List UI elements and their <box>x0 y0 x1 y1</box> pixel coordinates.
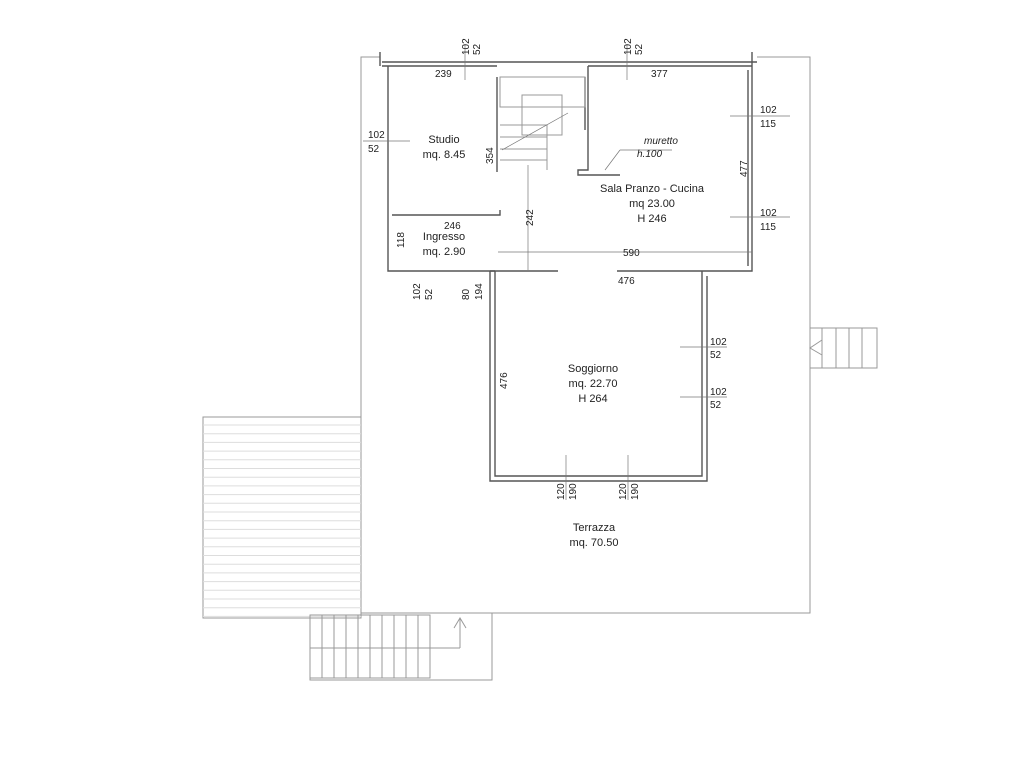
svg-text:52: 52 <box>424 288 435 300</box>
dim-hall: 242 <box>525 209 536 226</box>
svg-text:102: 102 <box>368 130 385 141</box>
bottom-stairs <box>309 614 467 679</box>
svg-text:52: 52 <box>472 43 483 55</box>
dim-living-width: 476 <box>618 276 635 287</box>
svg-text:120: 120 <box>556 483 567 500</box>
studio-name: Studio <box>428 134 459 146</box>
svg-text:102: 102 <box>710 387 727 398</box>
inner-stairs <box>499 76 586 170</box>
svg-text:102: 102 <box>461 38 472 55</box>
terrace-name: Terrazza <box>573 522 616 534</box>
svg-text:80: 80 <box>461 288 472 300</box>
deck <box>202 416 362 619</box>
dim-kitchen-height: 477 <box>739 160 750 177</box>
svg-text:194: 194 <box>474 283 485 300</box>
svg-text:52: 52 <box>710 400 722 411</box>
svg-text:102: 102 <box>412 283 423 300</box>
entrance-name: Ingresso <box>423 231 465 243</box>
svg-text:102: 102 <box>710 337 727 348</box>
dim-kitchen-width: 377 <box>651 69 668 80</box>
dim-studio-height: 354 <box>485 147 496 164</box>
living-area: mq. 22.70 <box>569 378 618 390</box>
svg-text:120: 120 <box>618 483 629 500</box>
dim-studio-width: 239 <box>435 69 452 80</box>
svg-text:52: 52 <box>710 350 722 361</box>
walls <box>379 52 757 482</box>
kitchen-area: mq 23.00 <box>629 198 675 210</box>
svg-text:52: 52 <box>634 43 645 55</box>
svg-text:102: 102 <box>623 38 634 55</box>
svg-text:115: 115 <box>760 119 776 130</box>
living-name: Soggiorno <box>568 363 618 375</box>
entrance-area: mq. 2.90 <box>423 246 466 258</box>
window-dims: 102 52 102 52 102 52 102 115 102 115 102… <box>368 38 777 500</box>
kitchen-name: Sala Pranzo - Cucina <box>600 183 705 195</box>
svg-text:52: 52 <box>368 144 380 155</box>
right-stairs <box>809 327 878 369</box>
muretto-height: h.100 <box>637 149 662 160</box>
dim-living-height: 476 <box>499 372 510 389</box>
studio-area: mq. 8.45 <box>423 149 466 161</box>
svg-text:115: 115 <box>760 222 776 233</box>
svg-text:190: 190 <box>630 483 641 500</box>
dim-entrance-width: 246 <box>444 221 461 232</box>
terrace-outline <box>309 56 811 681</box>
svg-text:190: 190 <box>568 483 579 500</box>
living-height: H 264 <box>578 393 607 405</box>
kitchen-height: H 246 <box>637 213 666 225</box>
terrace-area: mq. 70.50 <box>570 537 619 549</box>
svg-text:102: 102 <box>760 208 777 219</box>
svg-text:102: 102 <box>760 105 777 116</box>
dim-kitchen-length: 590 <box>623 248 640 259</box>
dimension-lines <box>363 44 790 500</box>
dim-entrance-height: 118 <box>396 232 407 248</box>
muretto-note: muretto <box>644 136 678 147</box>
